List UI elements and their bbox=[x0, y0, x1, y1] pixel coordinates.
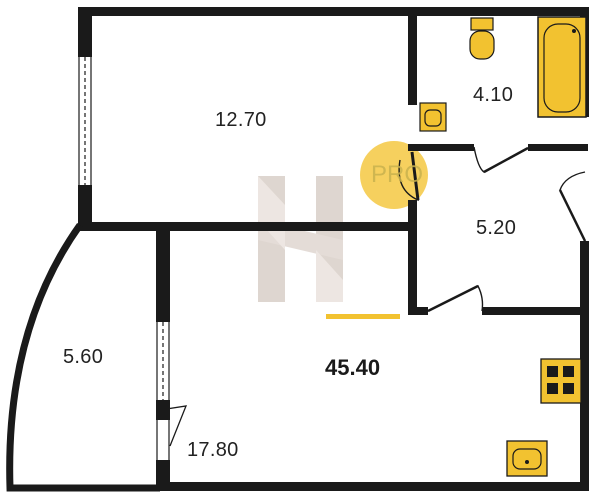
bathroom-sink-icon bbox=[419, 102, 447, 132]
area-balcony: 5.60 bbox=[63, 346, 104, 368]
area-bathroom: 4.10 bbox=[473, 84, 514, 106]
walls bbox=[78, 7, 589, 491]
stove-icon bbox=[540, 358, 582, 404]
watermark-logo bbox=[258, 176, 343, 302]
kitchen-sink-icon bbox=[506, 440, 548, 477]
bathtub-icon bbox=[537, 16, 587, 118]
toilet-icon bbox=[469, 17, 495, 60]
area-room: 12.70 bbox=[215, 109, 267, 131]
area-hallway: 5.20 bbox=[476, 217, 517, 239]
watermark-badge bbox=[360, 141, 428, 209]
total-area: 45.40 bbox=[325, 355, 381, 380]
balcony-door bbox=[159, 405, 188, 447]
balcony-outline bbox=[6, 222, 160, 492]
watermark-badge-text: PRO bbox=[371, 161, 424, 188]
window-room bbox=[78, 57, 92, 185]
area-kitchen-living: 17.80 bbox=[187, 439, 239, 461]
door-swings bbox=[398, 146, 587, 313]
window-partition bbox=[156, 322, 170, 460]
total-area-accent bbox=[326, 314, 400, 319]
